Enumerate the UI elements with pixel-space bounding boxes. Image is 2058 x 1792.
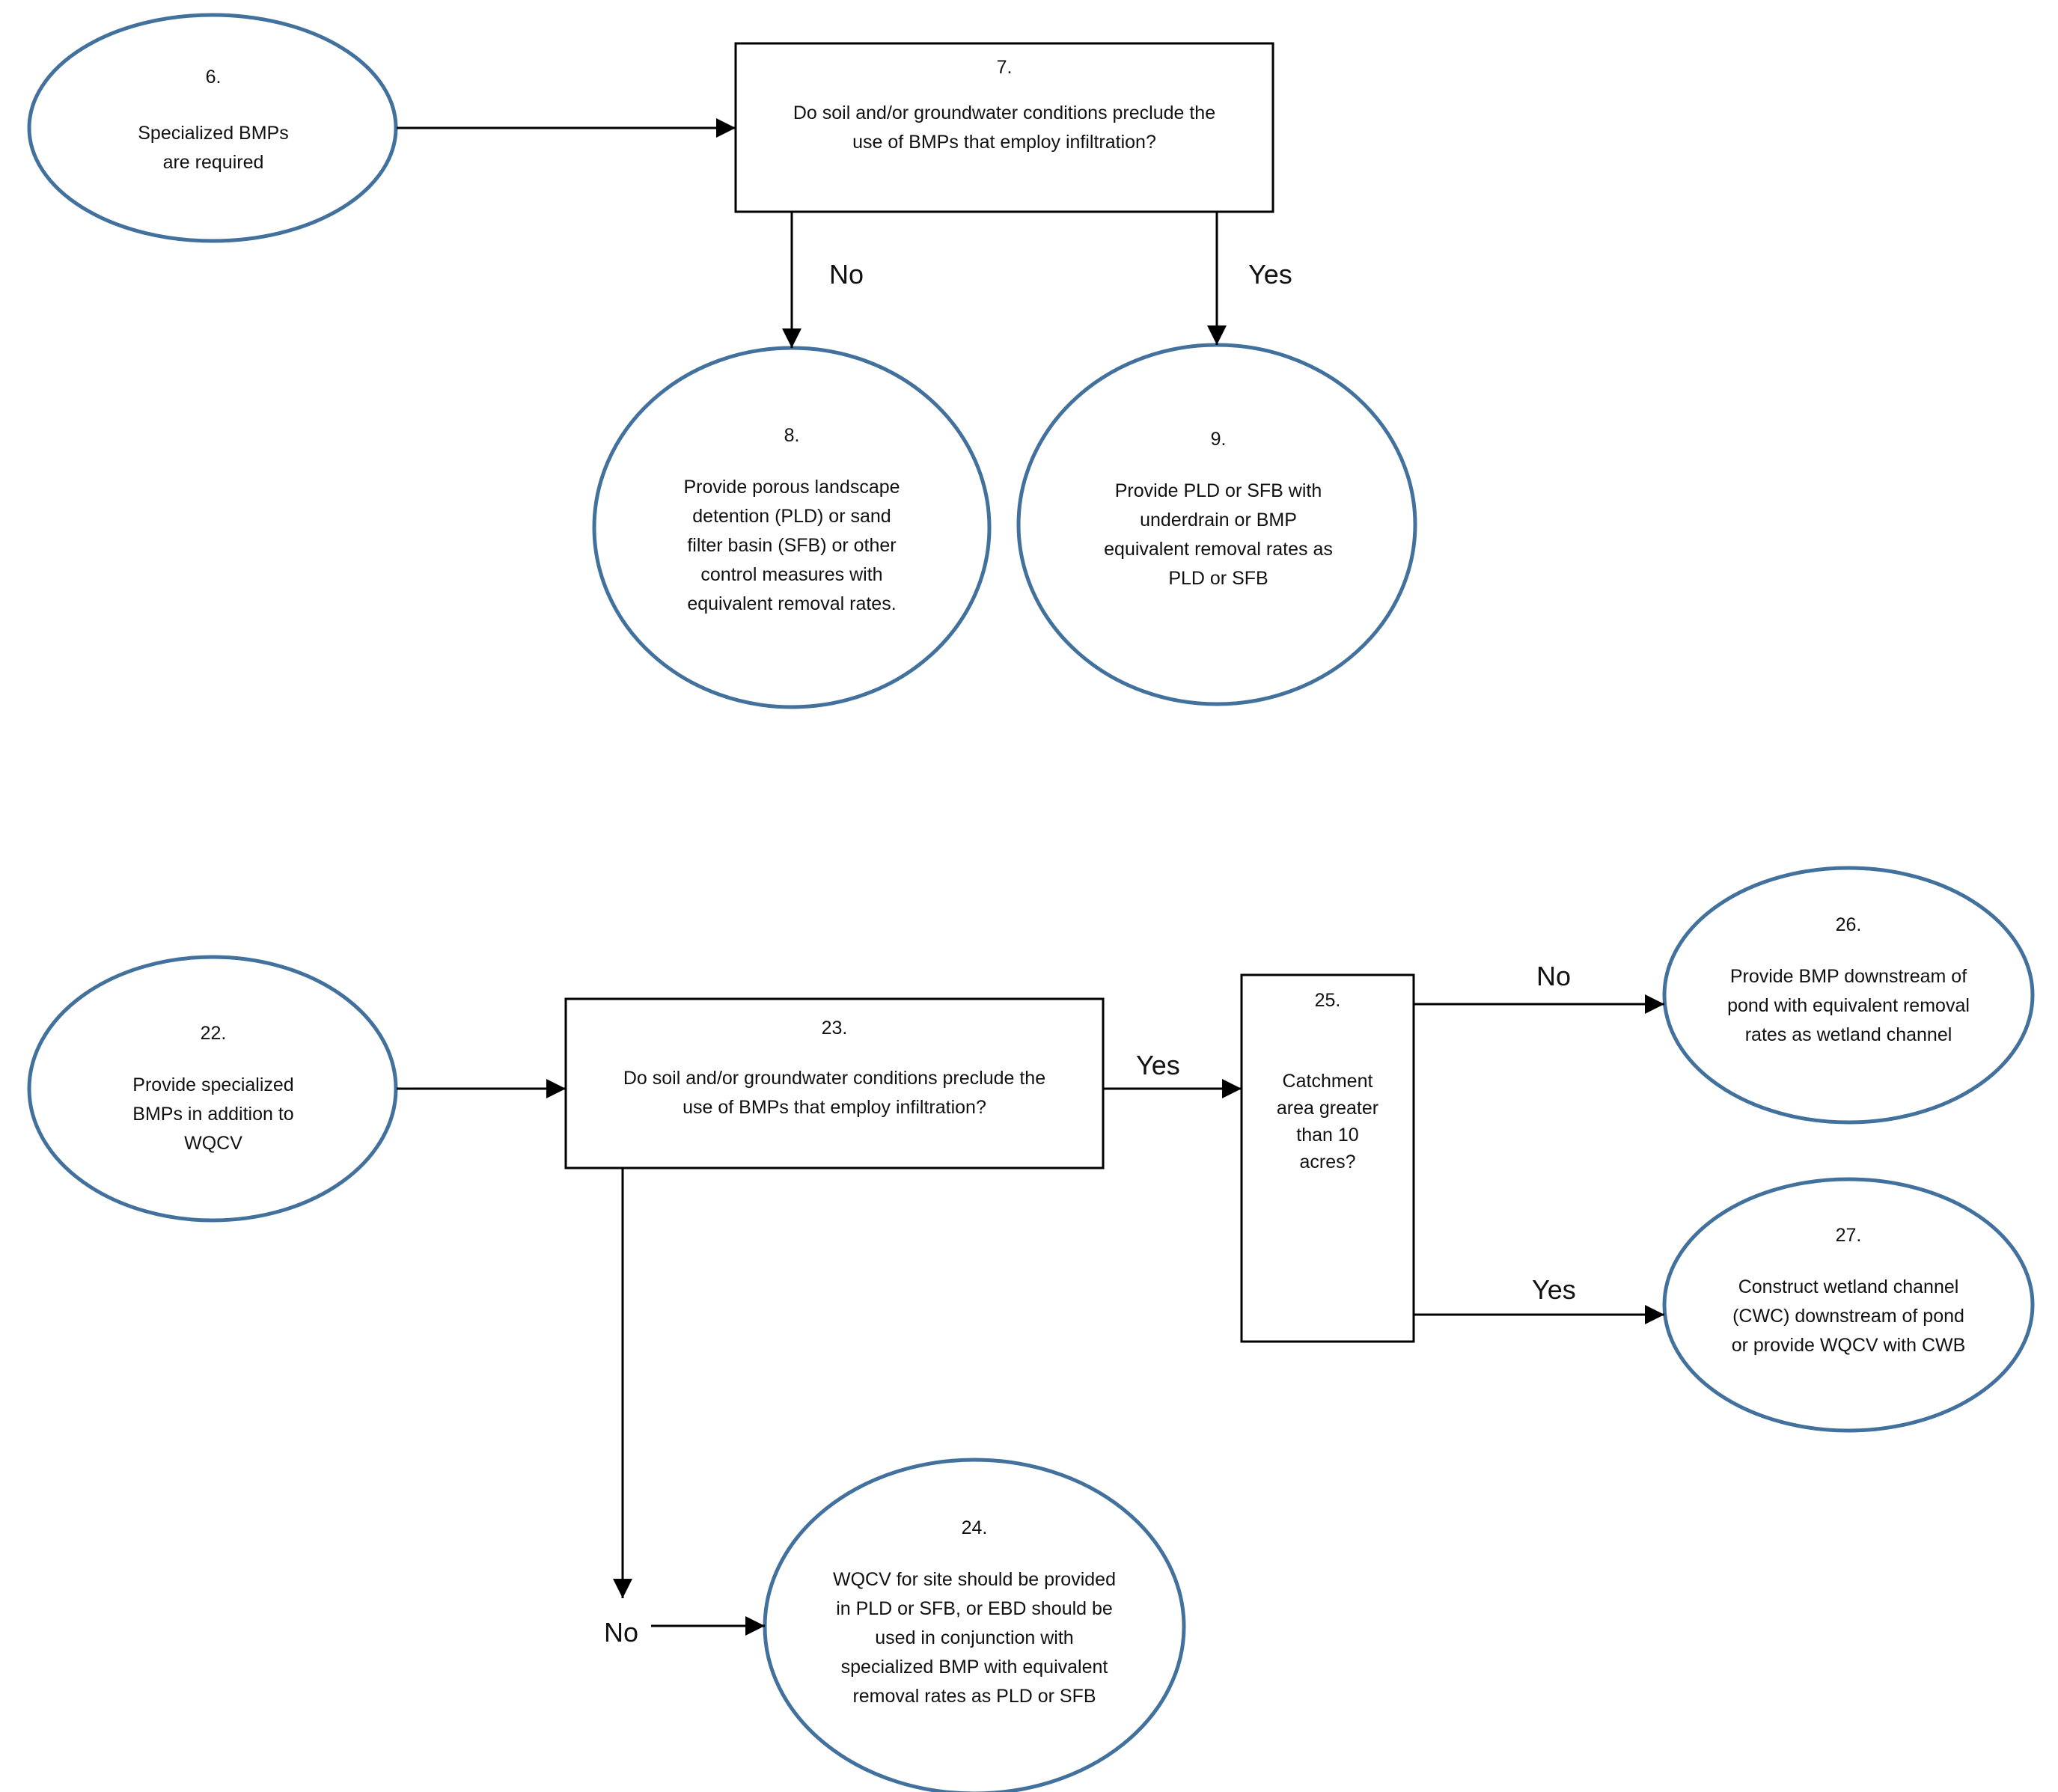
- node-9-number: 9.: [1210, 428, 1227, 450]
- node-8-text: Provide porous landscape detention (PLD)…: [683, 477, 900, 614]
- node-26: 26. Provide BMP downstream of pond with …: [1691, 905, 2006, 1055]
- edge-label-7-no: No: [829, 259, 864, 290]
- node-7: 7. Do soil and/or groundwater conditions…: [737, 45, 1271, 165]
- node-25-shape: [1240, 973, 1415, 1343]
- node-27: 27. Construct wetland channel (CWC) down…: [1691, 1216, 2006, 1366]
- node-22-shape: [27, 955, 398, 1223]
- node-6-shape: [27, 13, 398, 243]
- node-22-number: 22.: [200, 1023, 227, 1044]
- node-6-text: Specialized BMPs are required: [138, 122, 289, 173]
- node-26-shape: [1662, 866, 2035, 1125]
- node-25-number: 25.: [1314, 990, 1341, 1011]
- node-23-text: Do soil and/or groundwater conditions pr…: [623, 1067, 1046, 1118]
- node-23: 23. Do soil and/or groundwater condition…: [567, 1012, 1102, 1124]
- node-24-text: WQCV for site should be provided in PLD …: [833, 1569, 1116, 1707]
- edge-label-23-no: No: [604, 1617, 639, 1648]
- node-27-text: Construct wetland channel (CWC) downstre…: [1731, 1276, 1966, 1356]
- node-26-text: Provide BMP downstream of pond with equi…: [1727, 966, 1970, 1045]
- node-9-text: Provide PLD or SFB with underdrain or BM…: [1104, 480, 1333, 589]
- node-27-shape: [1662, 1177, 2035, 1433]
- node-22: 22. Provide specialized BMPs in addition…: [45, 1014, 382, 1163]
- node-7-number: 7.: [996, 56, 1013, 78]
- node-7-text: Do soil and/or groundwater conditions pr…: [793, 102, 1216, 153]
- edge-label-25-yes: Yes: [1532, 1274, 1576, 1305]
- node-7-shape: [734, 42, 1274, 213]
- node-27-number: 27.: [1835, 1225, 1862, 1246]
- node-24: 24. WQCV for site should be provided in …: [780, 1508, 1169, 1717]
- node-22-text: Provide specialized BMPs in addition to …: [132, 1074, 294, 1154]
- node-8: 8. Provide porous landscape detention (P…: [621, 415, 962, 625]
- node-23-shape: [564, 997, 1105, 1169]
- node-9: 9. Provide PLD or SFB with underdrain or…: [1046, 419, 1390, 599]
- node-6-number: 6.: [205, 66, 222, 88]
- node-26-number: 26.: [1835, 914, 1862, 935]
- node-25-text: Catchment area greater than 10 acres?: [1276, 1071, 1379, 1172]
- node-25: 25. Catchment area greater than 10 acres…: [1243, 986, 1412, 1203]
- edge-label-23-yes: Yes: [1136, 1050, 1180, 1080]
- node-8-number: 8.: [784, 425, 800, 446]
- edge-label-25-no: No: [1536, 961, 1572, 991]
- node-24-number: 24.: [961, 1517, 988, 1538]
- node-6: 6. Specialized BMPs are required: [45, 45, 382, 195]
- edge-label-7-yes: Yes: [1248, 259, 1292, 290]
- node-23-number: 23.: [821, 1017, 848, 1039]
